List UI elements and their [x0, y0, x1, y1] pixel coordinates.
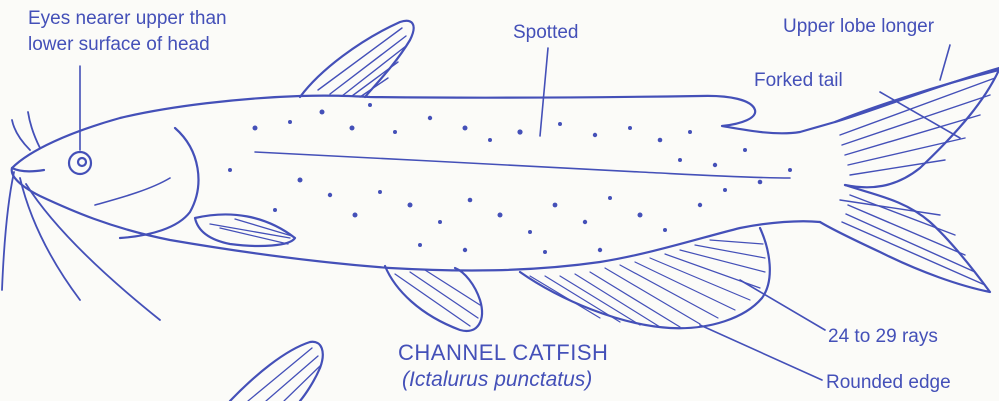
label-eyes-line2: lower surface of head [28, 34, 210, 55]
leader-forked-tail [880, 92, 960, 138]
eye [69, 152, 91, 174]
label-forked-tail: Forked tail [754, 70, 843, 91]
leader-upper-lobe [940, 45, 950, 80]
leader-rounded-edge [700, 325, 822, 380]
tail-rays [840, 78, 995, 285]
label-rounded-edge: Rounded edge [826, 372, 951, 393]
body-spots [228, 103, 792, 254]
label-upper-lobe: Upper lobe longer [783, 16, 934, 37]
lateral-line [255, 152, 790, 178]
caudal-fin-upper [835, 70, 999, 187]
label-rays: 24 to 29 rays [828, 326, 938, 347]
leader-spotted [540, 48, 548, 136]
head-contour [95, 178, 170, 205]
pectoral-fin-rays [210, 219, 292, 244]
caption-scientific-name: (Ictalurus punctatus) [402, 368, 592, 392]
caption-common-name: CHANNEL CATFISH [398, 340, 608, 366]
eye-pupil [78, 158, 86, 166]
label-spotted: Spotted [513, 22, 579, 43]
barbels [2, 112, 160, 320]
leader-rays [740, 280, 825, 330]
label-eyes-line1: Eyes nearer upper than [28, 8, 227, 29]
fish-body-outline [12, 68, 999, 270]
mouth [12, 168, 44, 171]
dorsal-fin-rays [318, 28, 406, 97]
